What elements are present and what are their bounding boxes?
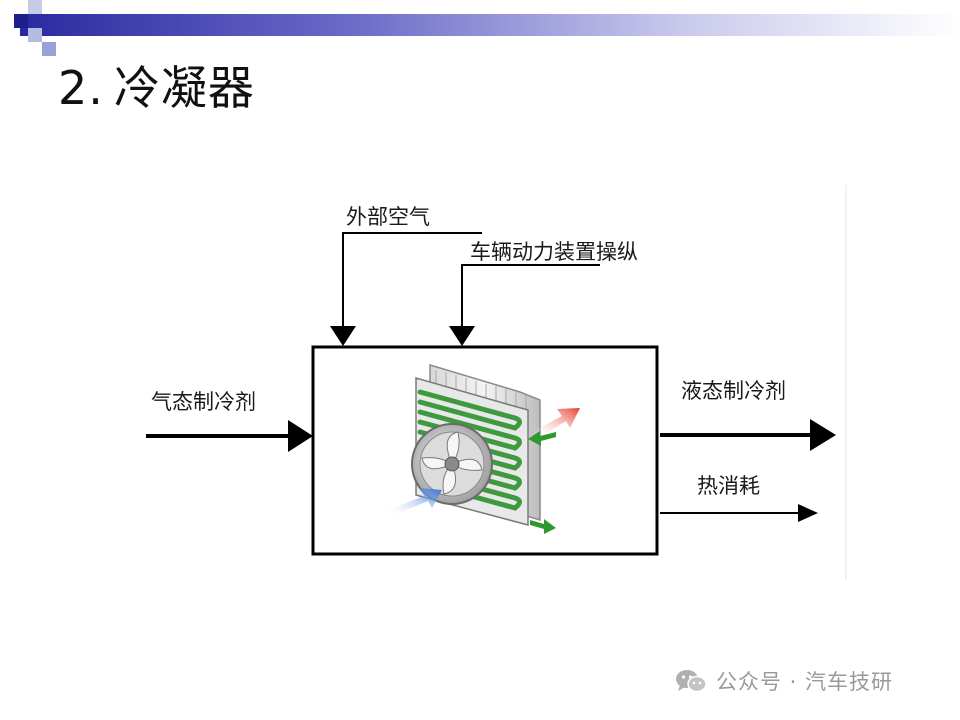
watermark: 公众号 · 汽车技研: [674, 666, 893, 696]
outside-air-line: [342, 232, 482, 330]
header-deco-square-2: [28, 0, 42, 14]
wechat-icon: [676, 670, 707, 693]
refrigerant-in-arrow: [528, 431, 556, 446]
outside-air-label: 外部空气: [346, 205, 430, 229]
slide-title: 2.冷凝器: [58, 52, 255, 118]
header-deco-square-1: [14, 14, 28, 28]
header-deco-square-3: [28, 28, 42, 42]
watermark-text: 公众号 · 汽车技研: [716, 670, 894, 694]
vehicle-power-line: [461, 264, 600, 330]
outside-air-arrowhead: [330, 326, 356, 346]
cool-air-arrow: [388, 488, 442, 516]
gas-refrigerant-label: 气态制冷剂: [151, 390, 256, 414]
vehicle-power-label: 车辆动力装置操纵: [470, 240, 638, 264]
condenser-illustration: [388, 363, 580, 534]
header-gradient-bar: [20, 14, 960, 36]
gas-refrigerant-arrowhead: [288, 420, 313, 452]
fan-blades: [421, 431, 483, 495]
title-number: 2.: [58, 61, 104, 115]
liquid-refrigerant-arrowhead: [810, 419, 836, 451]
liquid-refrigerant-label: 液态制冷剂: [681, 379, 786, 403]
refrigerant-out-arrow: [530, 519, 556, 534]
title-text: 冷凝器: [113, 61, 255, 115]
heat-loss-label: 热消耗: [697, 474, 760, 498]
vehicle-power-arrowhead: [449, 326, 475, 346]
header-deco-square-4: [42, 42, 56, 56]
heat-loss-arrowhead: [798, 504, 818, 522]
hot-air-arrow: [532, 408, 580, 438]
